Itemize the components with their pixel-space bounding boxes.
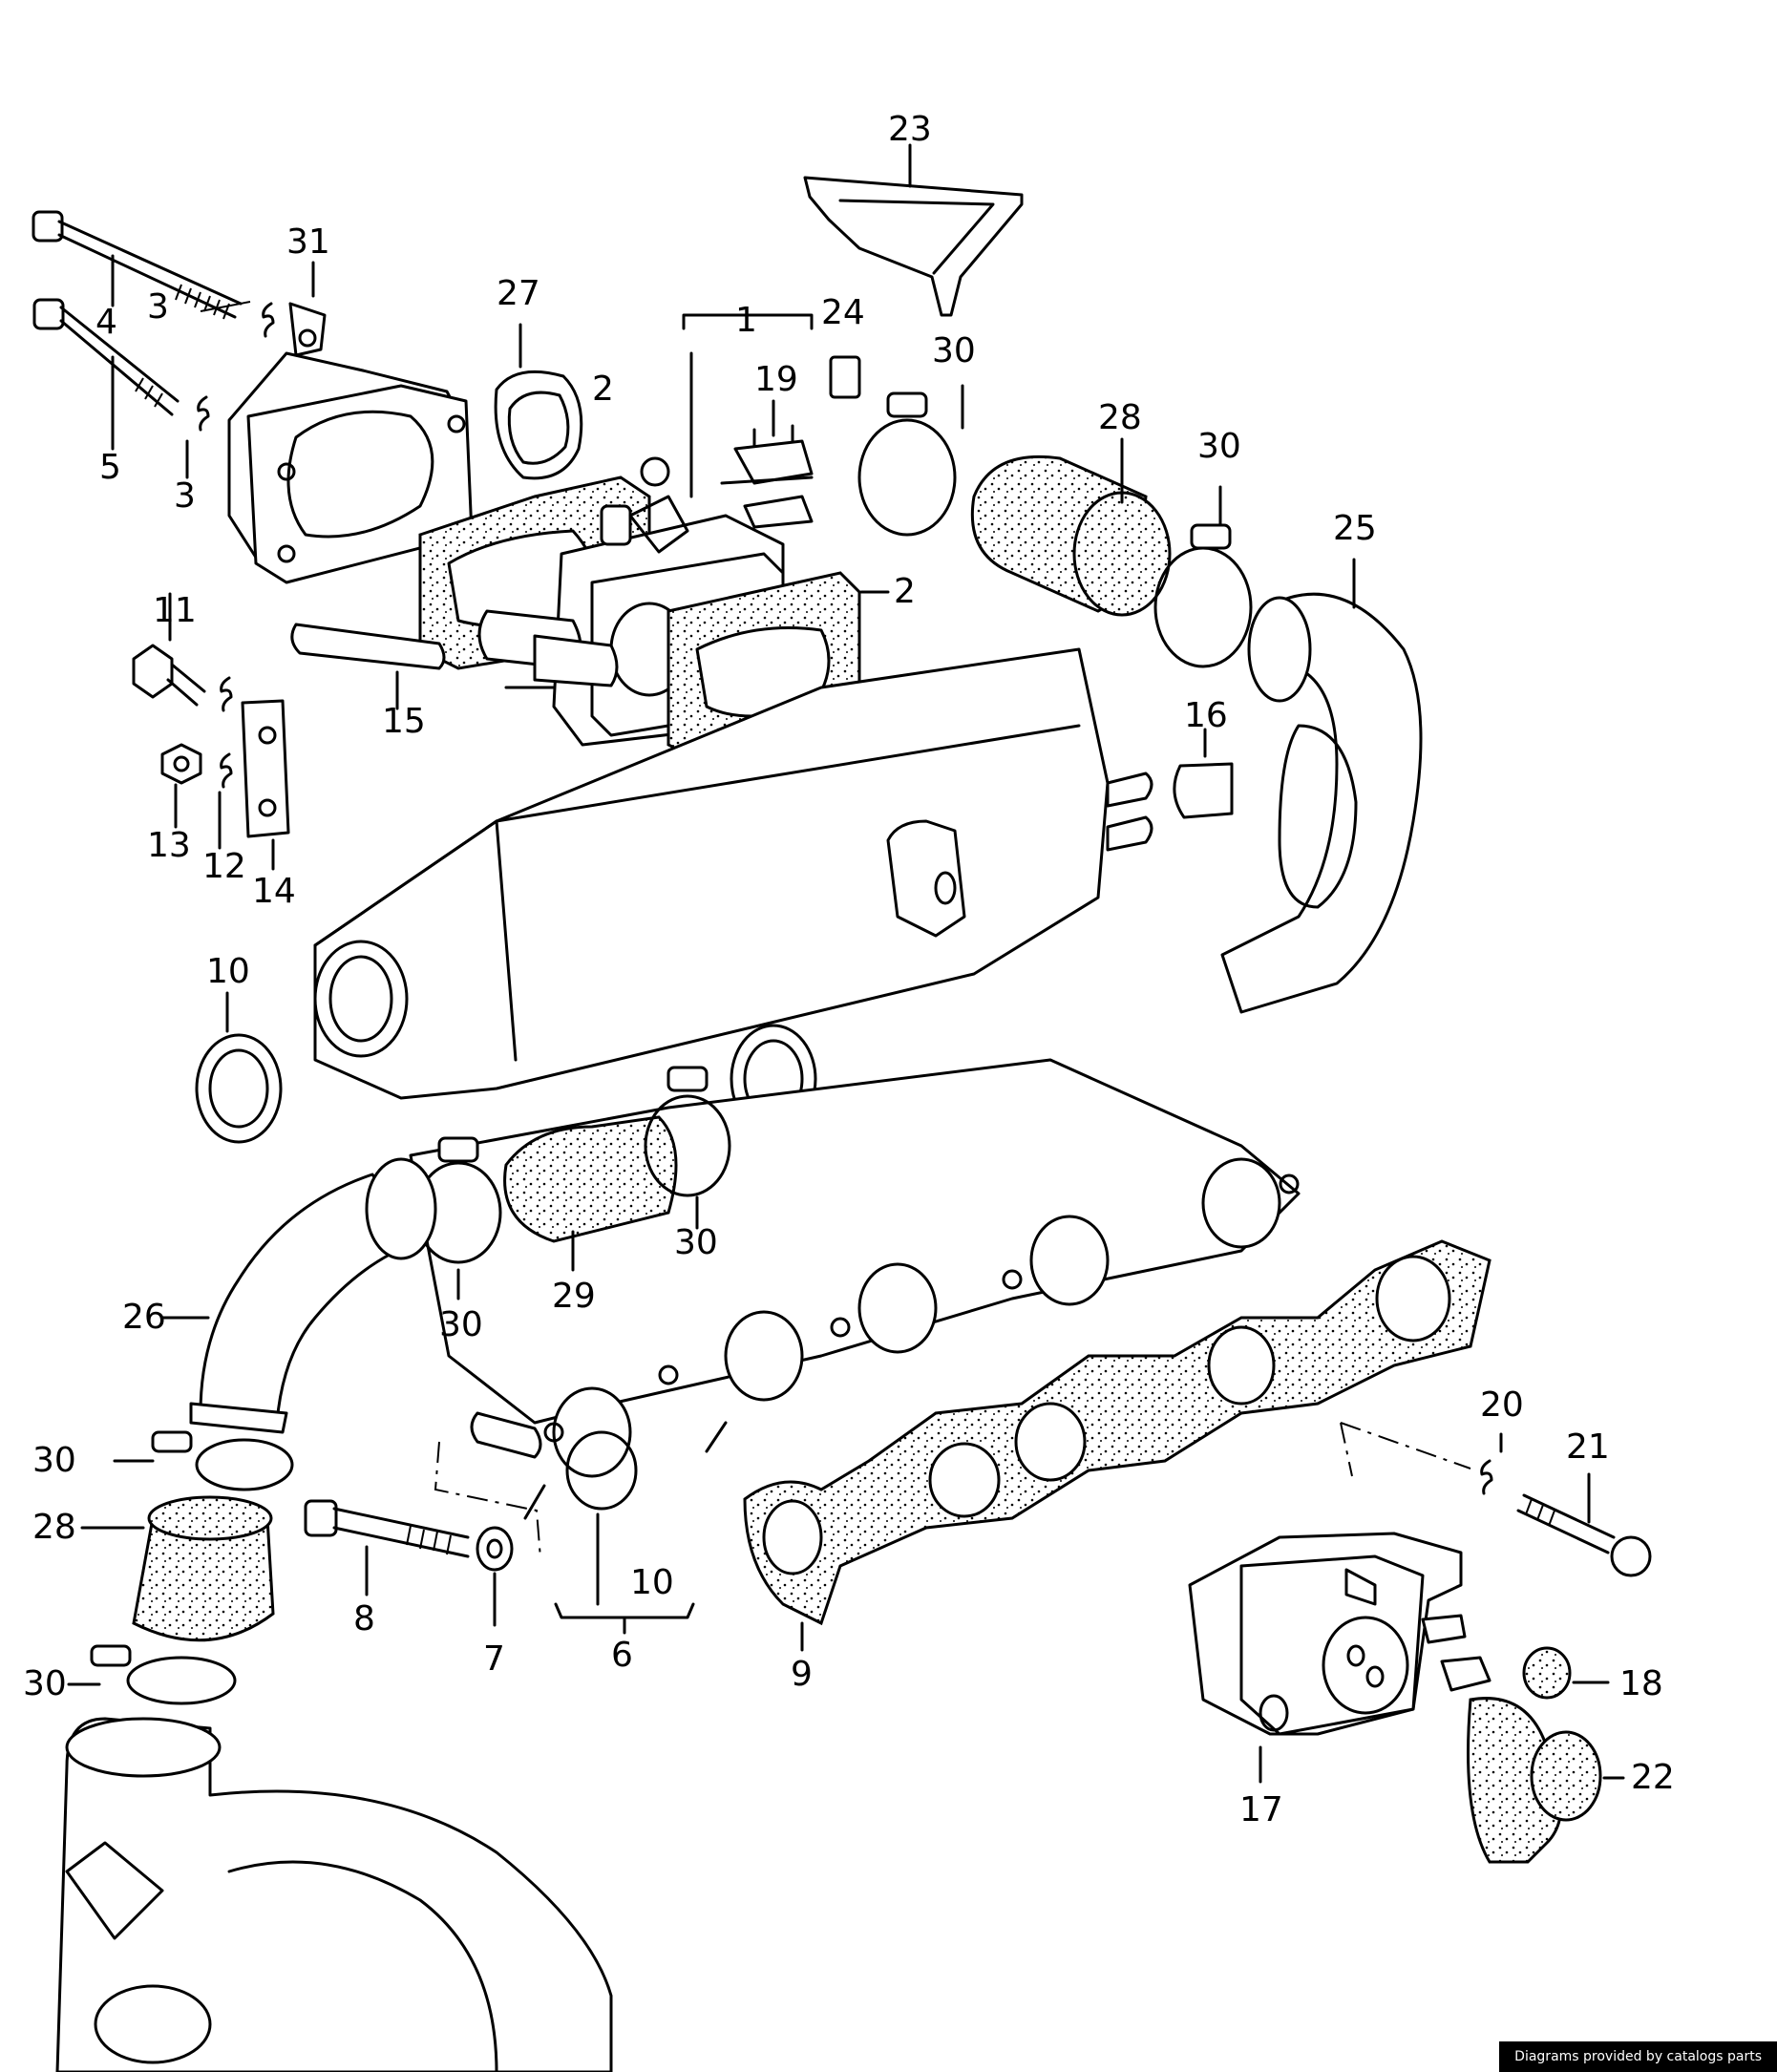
callout-28-lower: 28 bbox=[32, 1508, 76, 1547]
callout-6: 6 bbox=[611, 1636, 633, 1675]
callout-30-middle: 30 bbox=[674, 1223, 718, 1262]
callout-30-left-a: 30 bbox=[32, 1441, 76, 1480]
throttle-housing-part-27 bbox=[227, 323, 583, 584]
callout-20: 20 bbox=[1480, 1385, 1524, 1425]
seal-ring-part-10 bbox=[195, 991, 283, 1144]
callout-21: 21 bbox=[1566, 1427, 1610, 1467]
callout-30-right: 30 bbox=[1197, 427, 1241, 466]
screw-part-21 bbox=[1516, 1472, 1652, 1577]
callout-31: 31 bbox=[286, 222, 330, 262]
intake-manifold-runners bbox=[409, 1058, 1301, 1520]
sensor-part-19 bbox=[720, 399, 814, 529]
cap-part-18 bbox=[1522, 1646, 1610, 1700]
lock-plate-part-31 bbox=[288, 261, 327, 357]
callout-7: 7 bbox=[483, 1639, 505, 1679]
callout-16: 16 bbox=[1184, 696, 1228, 735]
callout-14: 14 bbox=[252, 872, 296, 911]
plate-part-14 bbox=[241, 699, 290, 871]
washer-part-20 bbox=[1480, 1432, 1503, 1495]
callout-2-upper: 2 bbox=[592, 370, 614, 409]
callout-30-upper: 30 bbox=[932, 331, 976, 370]
washer-part-12 bbox=[218, 676, 233, 850]
callout-1: 1 bbox=[735, 301, 757, 340]
connector-part-22 bbox=[1467, 1697, 1625, 1864]
callout-24: 24 bbox=[821, 293, 865, 332]
callout-11: 11 bbox=[153, 591, 197, 630]
stud-part-15 bbox=[290, 623, 446, 710]
callout-8: 8 bbox=[353, 1599, 375, 1639]
callout-12: 12 bbox=[202, 847, 246, 886]
callout-4: 4 bbox=[95, 303, 117, 342]
callout-30-left-b: 30 bbox=[23, 1664, 67, 1703]
bracket-part-6 bbox=[434, 1441, 695, 1635]
callout-10-upper: 10 bbox=[206, 952, 250, 991]
callout-29: 29 bbox=[552, 1277, 596, 1316]
bolt-part-8 bbox=[304, 1499, 470, 1596]
callout-18: 18 bbox=[1619, 1664, 1663, 1703]
actuator-part-17 bbox=[1188, 1422, 1491, 1784]
pipe-part-26 bbox=[160, 1157, 437, 1434]
bracket-part-23 bbox=[803, 143, 1024, 317]
nut-part-13 bbox=[160, 743, 202, 829]
hose-part-28-lower bbox=[80, 1495, 275, 1642]
callout-17: 17 bbox=[1239, 1790, 1283, 1829]
callout-26: 26 bbox=[122, 1298, 166, 1337]
intake-pipe-part-25 bbox=[1220, 558, 1423, 1014]
callout-5: 5 bbox=[99, 448, 121, 487]
bolt-part-4 bbox=[32, 210, 243, 320]
hose-clamp-part-30-middle-right bbox=[644, 1066, 731, 1230]
callout-2-lower: 2 bbox=[894, 572, 916, 611]
callout-9: 9 bbox=[791, 1655, 813, 1694]
clip-part-24 bbox=[829, 355, 861, 399]
bolt-part-5 bbox=[32, 298, 180, 451]
callout-13: 13 bbox=[147, 826, 191, 865]
callout-30-lower-middle: 30 bbox=[439, 1305, 483, 1344]
callout-3-upper: 3 bbox=[147, 287, 169, 327]
callout-22: 22 bbox=[1631, 1758, 1675, 1797]
washer-part-7 bbox=[476, 1526, 514, 1627]
bolt-part-11 bbox=[132, 592, 206, 707]
hose-clamp-part-30-lower-a bbox=[113, 1430, 294, 1491]
hose-part-29 bbox=[503, 1115, 678, 1272]
callout-10-lower: 10 bbox=[630, 1563, 674, 1602]
plug-part-16 bbox=[1173, 728, 1234, 819]
hose-clamp-part-30-upper bbox=[857, 384, 964, 537]
turbocharger-housing bbox=[55, 1717, 613, 2072]
callout-25: 25 bbox=[1333, 509, 1377, 548]
credit-banner: Diagrams provided by catalogs parts bbox=[1499, 2041, 1777, 2072]
hose-part-28-upper bbox=[970, 437, 1172, 617]
callout-23: 23 bbox=[888, 110, 932, 149]
callout-27: 27 bbox=[497, 274, 540, 313]
gasket-part-9 bbox=[743, 1239, 1491, 1652]
callout-3-lower: 3 bbox=[174, 476, 196, 516]
washer-part-3 bbox=[185, 301, 275, 479]
hose-clamp-part-30-right bbox=[1153, 485, 1253, 668]
callout-28-upper: 28 bbox=[1098, 398, 1142, 437]
callout-15: 15 bbox=[382, 702, 426, 741]
hose-clamp-part-30-lower-b bbox=[67, 1644, 237, 1705]
callout-19: 19 bbox=[754, 360, 798, 399]
